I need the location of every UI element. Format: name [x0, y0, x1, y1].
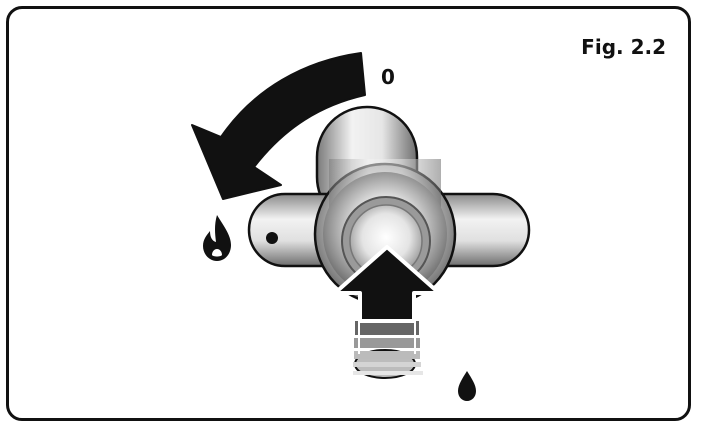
off-position-label: 0	[381, 65, 395, 89]
gas-knob-diagram	[191, 52, 531, 401]
push-arrow-icon	[333, 245, 441, 323]
counterclockwise-arrow-icon	[191, 52, 366, 200]
push-motion-stripes	[353, 321, 423, 375]
small-flame-icon	[458, 371, 476, 401]
figure-label: Fig. 2.2	[581, 35, 666, 59]
figure-frame: 0 Fig. 2.2	[6, 6, 691, 421]
indicator-dot	[266, 232, 278, 244]
large-flame-icon	[203, 215, 231, 261]
